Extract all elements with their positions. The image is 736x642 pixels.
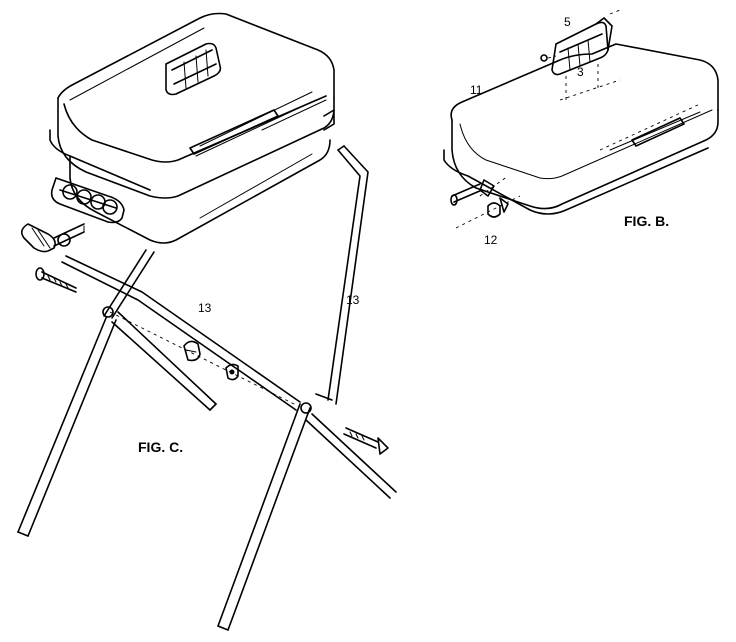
fig-b-caption: FIG. B. (624, 213, 669, 229)
part-label-5: 5 (564, 15, 571, 29)
fig-c-caption: FIG. C. (138, 439, 183, 455)
front-handle (50, 177, 125, 224)
stand-legs (17, 145, 397, 631)
part-label-11: 11 (470, 83, 483, 97)
part-label-13-right: 13 (346, 293, 360, 307)
fig-b-fasteners (450, 175, 521, 229)
lid-handle (165, 42, 222, 96)
fig-b-lid (443, 43, 719, 215)
gas-valve-knob (20, 223, 85, 253)
grill-lid (49, 12, 335, 244)
bolt-right (343, 427, 389, 455)
fig-c-assembly (17, 12, 397, 631)
fig-b-assembly (443, 9, 719, 229)
part-label-3: 3 (577, 65, 584, 79)
fig-b-hinge (540, 9, 621, 102)
nut-hardware (183, 340, 239, 381)
part-label-12: 12 (484, 233, 498, 247)
bolt-left (35, 267, 77, 293)
part-label-13-left: 13 (198, 301, 212, 315)
